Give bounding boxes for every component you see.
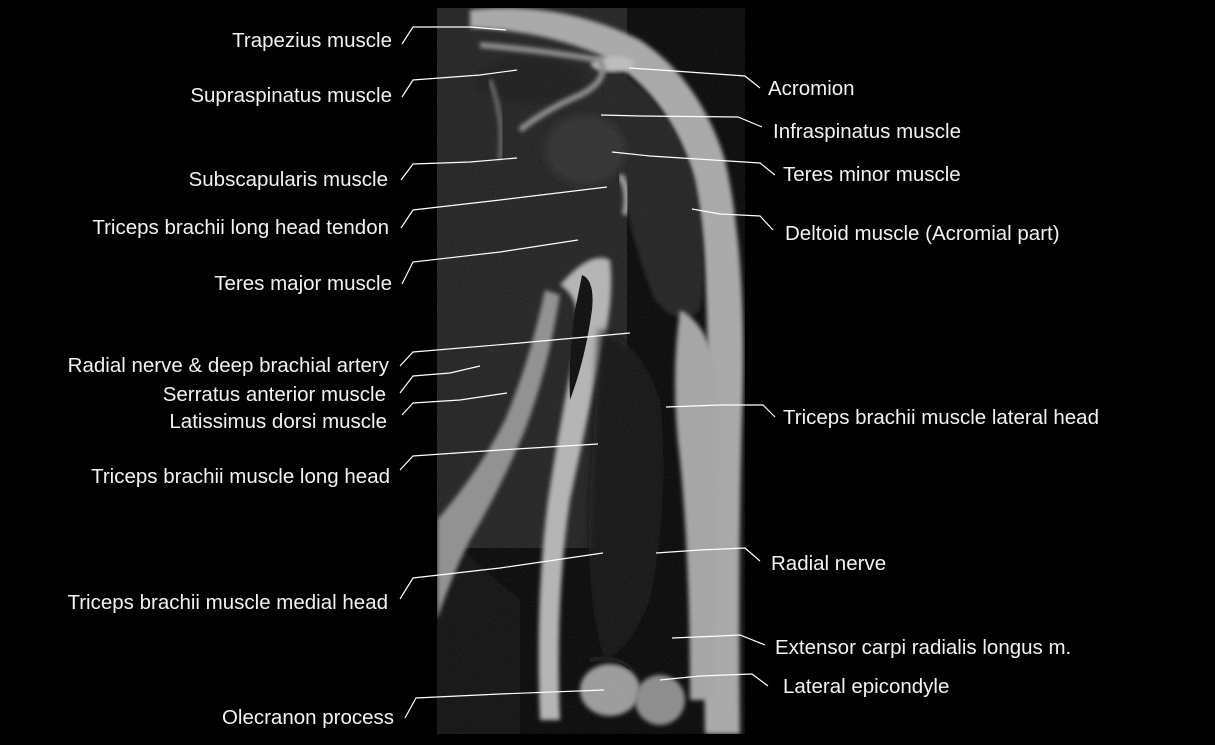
label-extensor-carpi-radialis-longus: Extensor carpi radialis longus m. [775,636,1072,659]
label-triceps-lateral-head: Triceps brachii muscle lateral head [783,406,1099,429]
label-olecranon: Olecranon process [221,706,394,729]
label-infraspinatus: Infraspinatus muscle [773,120,962,143]
label-teres-minor: Teres minor muscle [783,163,961,186]
label-radial-nerve-deep-brachial-artery: Radial nerve & deep brachial artery [67,354,389,377]
label-latissimus-dorsi: Latissimus dorsi muscle [169,410,387,433]
label-teres-major: Teres major muscle [214,272,392,295]
label-radial-nerve: Radial nerve [771,552,887,575]
label-triceps-long-head-tendon: Triceps brachii long head tendon [92,216,389,239]
label-triceps-long-head: Triceps brachii muscle long head [91,465,390,488]
label-deltoid-acromial: Deltoid muscle (Acromial part) [785,222,1060,245]
label-serratus-anterior: Serratus anterior muscle [162,383,386,406]
label-acromion: Acromion [768,77,855,100]
label-trapezius: Trapezius muscle [232,29,392,52]
label-subscapularis: Subscapularis muscle [188,168,388,191]
label-triceps-medial-head: Triceps brachii muscle medial head [67,591,388,614]
label-supraspinatus: Supraspinatus muscle [190,84,392,107]
label-lateral-epicondyle: Lateral epicondyle [783,675,950,698]
